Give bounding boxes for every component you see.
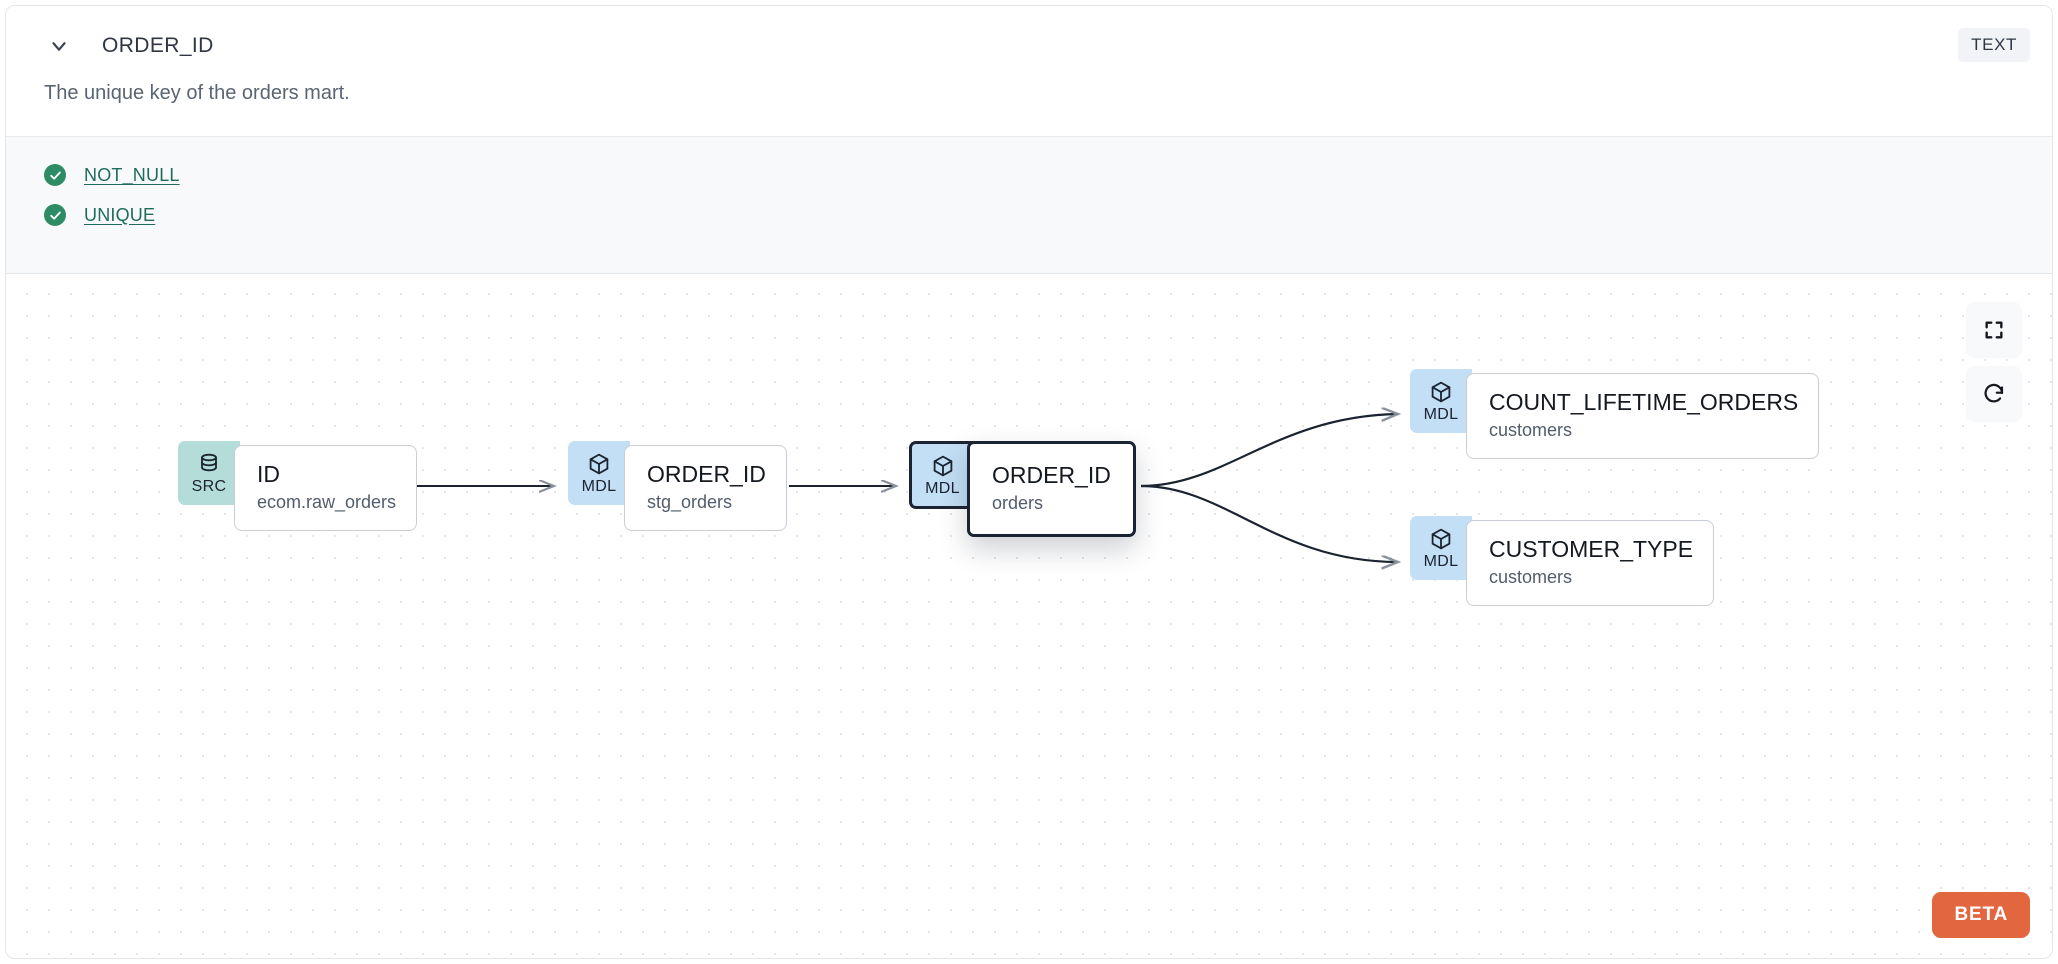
node-column-name: ID (257, 460, 280, 487)
node-card[interactable]: COUNT_LIFETIME_ORDERS customers (1466, 373, 1820, 459)
node-card[interactable]: ORDER_ID stg_orders (624, 445, 787, 531)
node-card[interactable]: CUSTOMER_TYPE customers (1466, 520, 1715, 606)
node-badge-src: SRC (178, 441, 240, 505)
lineage-node-count-lifetime-orders[interactable]: MDL COUNT_LIFETIME_ORDERS customers (1410, 369, 1820, 459)
test-link-not-null[interactable]: NOT_NULL (84, 164, 180, 185)
fullscreen-icon (1985, 321, 2003, 339)
node-badge-mdl: MDL (1410, 516, 1472, 580)
chevron-down-icon[interactable] (44, 31, 74, 61)
column-lineage-panel: ORDER_ID TEXT The unique key of the orde… (5, 5, 2053, 959)
page-title: ORDER_ID (102, 34, 214, 57)
cube-icon (1431, 528, 1451, 549)
test-row: NOT_NULL (6, 155, 2052, 195)
tests-section: NOT_NULL UNIQUE (6, 136, 2052, 274)
node-badge-mdl: MDL (1410, 369, 1472, 433)
lineage-node-orders-order-id[interactable]: MDL ORDER_ID orders (909, 441, 1136, 537)
node-model-name: orders (992, 492, 1044, 513)
beta-badge[interactable]: BETA (1932, 892, 2030, 938)
node-column-name: ORDER_ID (647, 460, 766, 487)
check-circle-icon (44, 164, 66, 186)
column-type-badge: TEXT (1958, 28, 2030, 62)
node-model-name: customers (1489, 419, 1573, 440)
node-model-name: stg_orders (647, 491, 733, 512)
node-badge-label: MDL (925, 479, 960, 497)
cube-icon (1431, 381, 1451, 402)
graph-controls (1966, 302, 2022, 422)
node-column-name: CUSTOMER_TYPE (1489, 535, 1694, 562)
node-badge-label: SRC (191, 477, 227, 495)
node-model-name: customers (1489, 566, 1573, 587)
lineage-graph-canvas[interactable]: SRC ID ecom.raw_orders MDL ORDER_ID stg_ (6, 274, 2052, 958)
node-card[interactable]: ORDER_ID orders (967, 441, 1136, 537)
column-description: The unique key of the orders mart. (44, 82, 350, 104)
node-column-name: ORDER_ID (992, 461, 1111, 488)
lineage-node-stg-orders-order-id[interactable]: MDL ORDER_ID stg_orders (568, 441, 787, 531)
node-badge-label: MDL (1423, 552, 1459, 570)
node-card[interactable]: ID ecom.raw_orders (234, 445, 418, 531)
cube-icon (933, 455, 952, 476)
lineage-node-src-id[interactable]: SRC ID ecom.raw_orders (178, 441, 418, 531)
edge-orders-to-count-lifetime-orders (1140, 414, 1398, 488)
database-icon (201, 453, 217, 471)
fit-view-button[interactable] (1966, 302, 2022, 358)
node-column-name: COUNT_LIFETIME_ORDERS (1489, 388, 1799, 415)
test-row: UNIQUE (6, 195, 2052, 235)
node-badge-label: MDL (581, 477, 617, 495)
lineage-node-customer-type[interactable]: MDL CUSTOMER_TYPE customers (1410, 516, 1715, 606)
cube-icon (589, 453, 609, 474)
panel-header: ORDER_ID TEXT The unique key of the orde… (6, 6, 2052, 136)
test-link-unique[interactable]: UNIQUE (84, 204, 156, 225)
check-circle-icon (44, 204, 66, 226)
header-title-row: ORDER_ID (6, 6, 2052, 64)
node-badge-mdl: MDL (568, 441, 630, 505)
refresh-icon (1984, 383, 2004, 403)
node-badge-mdl: MDL (909, 441, 973, 509)
node-badge-label: MDL (1423, 405, 1459, 423)
reload-button[interactable] (1966, 366, 2022, 422)
node-model-name: ecom.raw_orders (257, 491, 397, 512)
edge-orders-to-customer-type (1140, 484, 1398, 562)
